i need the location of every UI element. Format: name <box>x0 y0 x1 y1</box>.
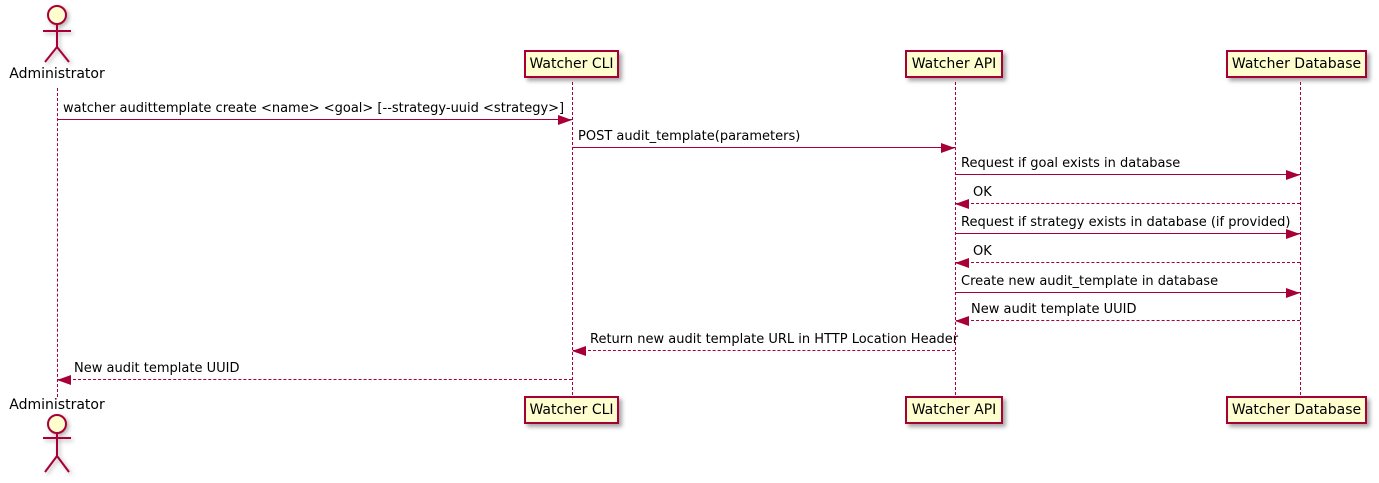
message-line <box>57 119 572 120</box>
arrowhead-left-icon <box>955 316 969 326</box>
message-label: OK <box>973 185 992 200</box>
message-line <box>573 350 955 351</box>
message-line <box>956 320 1300 321</box>
message-line <box>956 203 1300 204</box>
message-label: Create new audit_template in database <box>961 274 1219 289</box>
administrator-label-bottom: Administrator <box>9 397 105 413</box>
arrowhead-right-icon <box>558 115 572 125</box>
message-label: Request if strategy exists in database (… <box>961 215 1291 230</box>
arrowhead-left-icon <box>955 199 969 209</box>
participant-watcher-database-bottom: Watcher Database <box>1226 396 1367 424</box>
lifeline-watcher-database <box>1300 82 1301 395</box>
administrator-actor-icon <box>43 5 71 63</box>
participant-watcher-cli-top: Watcher CLI <box>524 50 619 78</box>
arrowhead-right-icon <box>1286 288 1300 298</box>
message-line <box>58 379 572 380</box>
message-line <box>955 292 1300 293</box>
arrowhead-left-icon <box>57 375 71 385</box>
arrowhead-left-icon <box>955 258 969 268</box>
participant-watcher-database-top: Watcher Database <box>1226 50 1367 78</box>
lifeline-watcher-api <box>955 82 956 395</box>
administrator-label-top: Administrator <box>9 66 105 82</box>
participant-watcher-api-top: Watcher API <box>905 50 1003 78</box>
arrowhead-right-icon <box>1286 170 1300 180</box>
message-label: OK <box>973 244 992 259</box>
message-label: New audit template UUID <box>971 302 1137 317</box>
message-line <box>955 174 1300 175</box>
message-label: POST audit_template(parameters) <box>578 129 801 144</box>
message-label: watcher audittemplate create <name> <goa… <box>63 101 565 116</box>
message-label: Return new audit template URL in HTTP Lo… <box>590 332 959 347</box>
administrator-actor-icon <box>43 414 71 473</box>
participant-watcher-api-bottom: Watcher API <box>905 396 1003 424</box>
message-line <box>572 147 955 148</box>
participant-watcher-cli-bottom: Watcher CLI <box>524 396 619 424</box>
message-line <box>956 262 1300 263</box>
arrowhead-right-icon <box>941 143 955 153</box>
message-label: New audit template UUID <box>74 361 240 376</box>
arrowhead-right-icon <box>1286 229 1300 239</box>
message-line <box>955 233 1300 234</box>
lifeline-administrator <box>57 88 58 397</box>
message-label: Request if goal exists in database <box>961 156 1181 171</box>
lifeline-watcher-cli <box>572 82 573 395</box>
arrowhead-left-icon <box>572 346 586 356</box>
